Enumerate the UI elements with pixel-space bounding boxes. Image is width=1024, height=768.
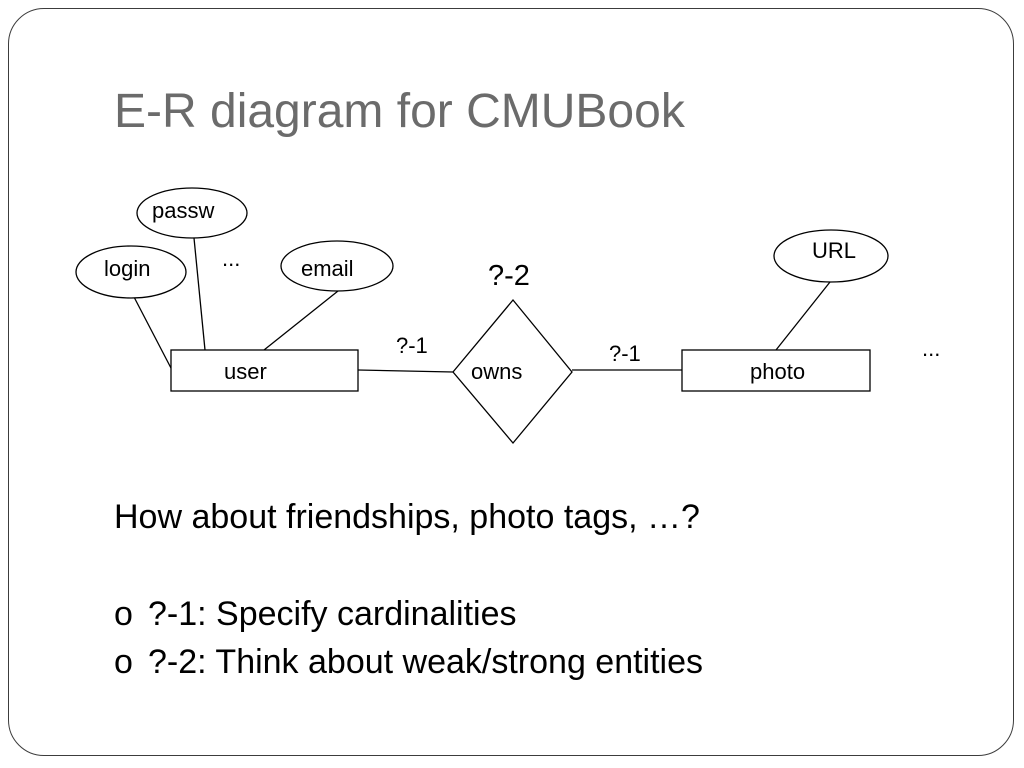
login-attribute xyxy=(75,245,187,299)
user-entity xyxy=(170,349,359,392)
login-user-connector xyxy=(133,296,173,371)
weak-strong-label: ?-2 xyxy=(488,260,530,292)
bullet-list: o ?-1: Specify cardinalities o ?-2: Think … xyxy=(114,590,703,686)
url-label: URL xyxy=(812,238,856,263)
owns-relationship xyxy=(452,298,573,445)
url-photo-connector xyxy=(775,281,831,351)
bullet-text: ?-2: Think about weak/strong entities xyxy=(148,643,704,681)
photo-label: photo xyxy=(750,359,805,384)
cardinality-left-label: ?-1 xyxy=(396,333,428,358)
cardinality-right-label: ?-1 xyxy=(609,341,641,366)
ellipsis-photo-attributes: ... xyxy=(922,336,940,361)
bullet-text: ?-1: Specify cardinalities xyxy=(148,595,517,633)
email-label: email xyxy=(301,256,354,281)
passw-label: passw xyxy=(152,198,214,223)
passw-attribute xyxy=(136,187,248,239)
bullet-marker: o xyxy=(114,643,133,681)
email-user-connector xyxy=(263,290,339,351)
slide-title: E-R diagram for CMUBook xyxy=(114,85,685,138)
login-label: login xyxy=(104,256,150,281)
email-attribute xyxy=(280,240,394,292)
url-attribute xyxy=(773,229,889,283)
user-label: user xyxy=(224,359,267,384)
question-text: How about friendships, photo tags, …? xyxy=(114,498,700,536)
bullet-item: o ?-2: Think about weak/strong entities xyxy=(114,638,703,686)
photo-entity xyxy=(681,349,871,392)
owns-label: owns xyxy=(471,359,522,384)
ellipsis-user-attributes: ... xyxy=(222,246,240,271)
bullet-marker: o xyxy=(114,595,133,633)
user-owns-connector xyxy=(357,369,454,373)
passw-user-connector xyxy=(193,237,206,351)
bullet-item: o ?-1: Specify cardinalities xyxy=(114,590,703,638)
